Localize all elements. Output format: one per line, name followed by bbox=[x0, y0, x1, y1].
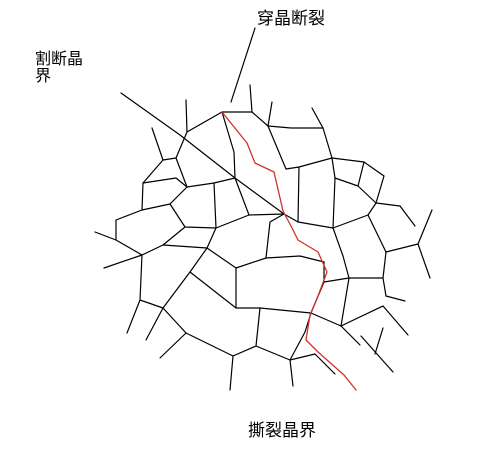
grain-boundary bbox=[331, 157, 365, 163]
torn-grain-boundary-label: 撕裂晶界 bbox=[248, 421, 316, 441]
grain-boundary bbox=[115, 159, 164, 256]
grain-boundary bbox=[186, 111, 324, 133]
grain-boundary bbox=[162, 247, 208, 309]
grain-boundary bbox=[249, 84, 253, 113]
grain-boundary bbox=[151, 127, 164, 161]
grain-boundary bbox=[185, 332, 291, 361]
grain-boundary bbox=[382, 251, 387, 297]
grain-boundary bbox=[206, 227, 237, 269]
grain-boundary bbox=[289, 359, 294, 387]
grain-boundary bbox=[374, 327, 384, 355]
grain-boundary bbox=[417, 243, 431, 279]
grain-boundary bbox=[332, 202, 377, 229]
crack-path-line bbox=[221, 111, 357, 391]
grain-boundary bbox=[235, 213, 285, 269]
grain-boundary bbox=[94, 231, 117, 241]
grain-boundary bbox=[289, 353, 316, 361]
grain-boundary bbox=[385, 295, 406, 302]
grain-boundary bbox=[139, 254, 187, 334]
grain-boundary bbox=[399, 205, 416, 227]
grain-boundary bbox=[314, 353, 336, 375]
grain-boundary bbox=[360, 335, 394, 373]
cut-grain-boundary-label: 割断晶界 bbox=[35, 49, 84, 85]
leader-line-top bbox=[230, 27, 256, 103]
grain-boundary-network bbox=[94, 84, 433, 391]
grain-boundary bbox=[126, 299, 141, 334]
cut-boundary-line bbox=[120, 92, 285, 215]
grain-boundary bbox=[417, 209, 433, 245]
grain-boundary bbox=[175, 131, 236, 188]
grain-boundary bbox=[259, 277, 350, 314]
grain-boundary bbox=[363, 161, 385, 177]
grain-boundary bbox=[185, 99, 188, 133]
grain-boundary bbox=[289, 312, 312, 361]
grain-boundary bbox=[103, 254, 143, 269]
grain-boundary bbox=[221, 111, 236, 179]
grain-boundary bbox=[285, 157, 333, 170]
grain-boundary bbox=[340, 305, 384, 327]
grain-boundary bbox=[265, 255, 325, 263]
grain-boundary bbox=[145, 307, 164, 341]
grain-boundary bbox=[142, 177, 188, 188]
grain-boundary bbox=[267, 101, 273, 127]
grain-boundary bbox=[322, 127, 336, 179]
grain-boundary bbox=[267, 125, 287, 170]
grain-boundary bbox=[213, 182, 217, 229]
grain-boundary bbox=[297, 177, 359, 229]
grain-boundary bbox=[141, 226, 186, 256]
grain-boundary bbox=[169, 203, 217, 229]
grain-boundary bbox=[332, 227, 350, 279]
grain-boundary bbox=[229, 355, 234, 391]
grain-boundary bbox=[189, 271, 237, 309]
grain-boundary bbox=[283, 166, 300, 223]
grain-boundary bbox=[162, 157, 177, 161]
transgranular-fracture-label: 穿晶断裂 bbox=[257, 9, 325, 29]
grain-boundary bbox=[375, 175, 401, 207]
grain-boundary bbox=[310, 277, 350, 327]
grain-boundary bbox=[382, 305, 409, 336]
grain-boundary bbox=[162, 244, 208, 249]
grain-boundary bbox=[340, 325, 361, 346]
grain-boundary bbox=[255, 307, 261, 347]
grain-boundary bbox=[311, 107, 324, 129]
grain-boundary bbox=[141, 186, 188, 211]
grain-boundary bbox=[159, 332, 187, 359]
grain-boundary bbox=[235, 267, 261, 309]
grain-boundary bbox=[215, 214, 250, 229]
